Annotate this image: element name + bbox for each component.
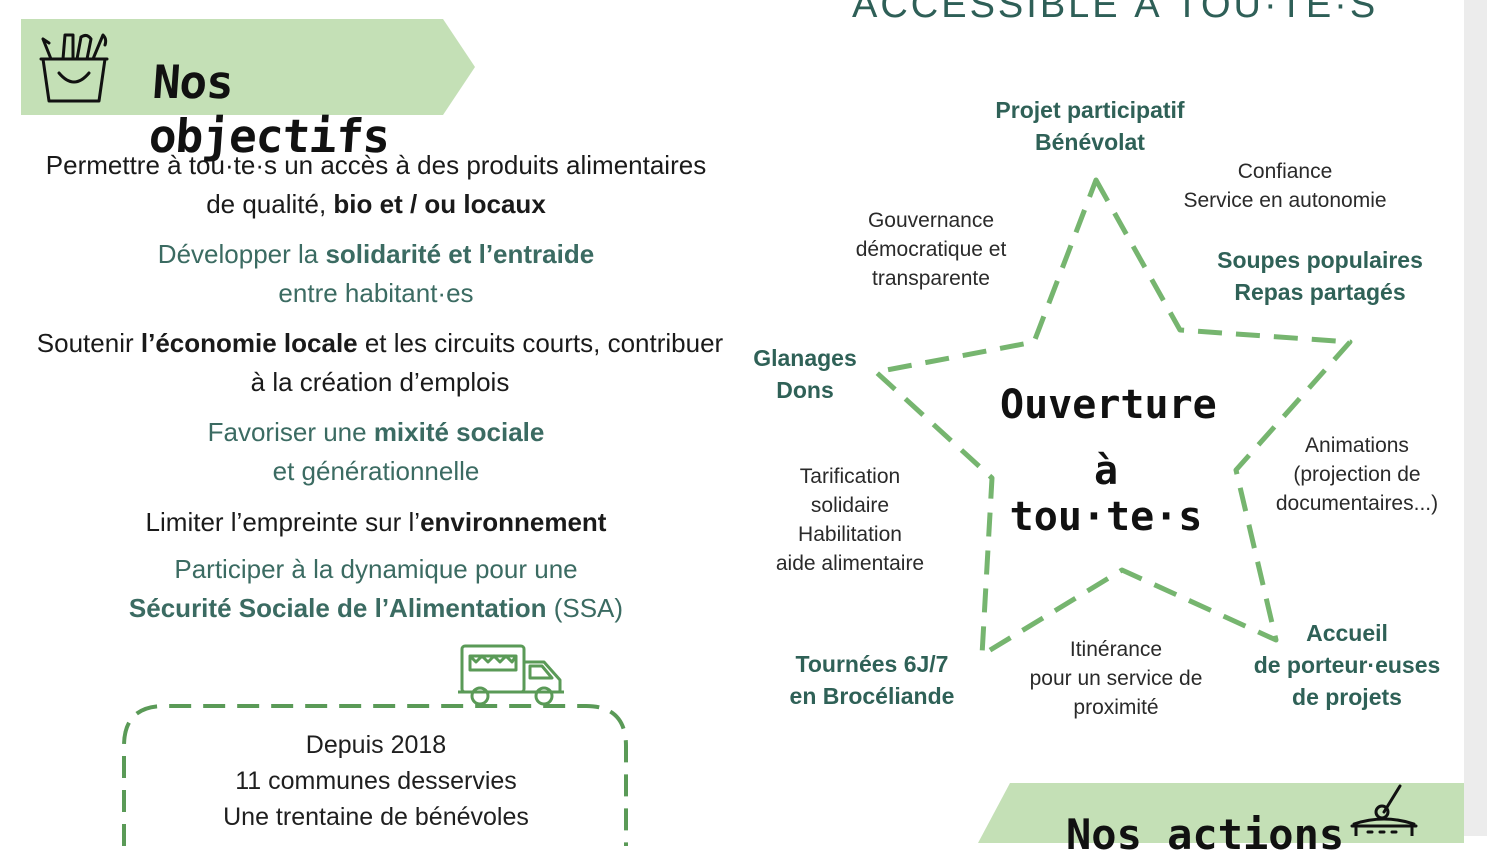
star-center-line1: Ouverture: [1000, 382, 1217, 428]
info-box-text: Depuis 2018 11 communes desservies Une t…: [125, 727, 627, 835]
accessible-heading: ACCESSIBLE À TOU·TE·S: [852, 0, 1379, 26]
info-volunteers: Une trentaine de bénévoles: [223, 803, 529, 831]
actions-banner: [978, 783, 1464, 843]
star-center-line2: à tou·te·s: [1009, 448, 1203, 540]
objective-6: Participer à la dynamique pour une Sécur…: [128, 554, 624, 623]
soup-pot-icon: [1350, 784, 1418, 836]
objective-2: Développer la solidarité et l’entraide e…: [157, 239, 595, 308]
page-edge: [1464, 0, 1487, 836]
objective-1: Permettre à tou·te·s un accès à des prod…: [45, 150, 707, 219]
objective-5: Limiter l’empreinte sur l’environnement: [145, 507, 607, 537]
objectives-banner: Nos objectifs: [21, 19, 475, 163]
info-since: Depuis 2018: [305, 731, 447, 759]
grocery-basket-icon: [39, 33, 109, 103]
objective-3: Soutenir l’économie locale et les circui…: [36, 328, 724, 397]
info-communes: 11 communes desservies: [235, 767, 517, 795]
objective-4: Favoriser une mixité sociale et générati…: [207, 417, 545, 486]
actions-title: Nos actions: [1066, 810, 1345, 859]
star-outline: [873, 177, 1353, 658]
info-box-frame: [122, 704, 628, 846]
